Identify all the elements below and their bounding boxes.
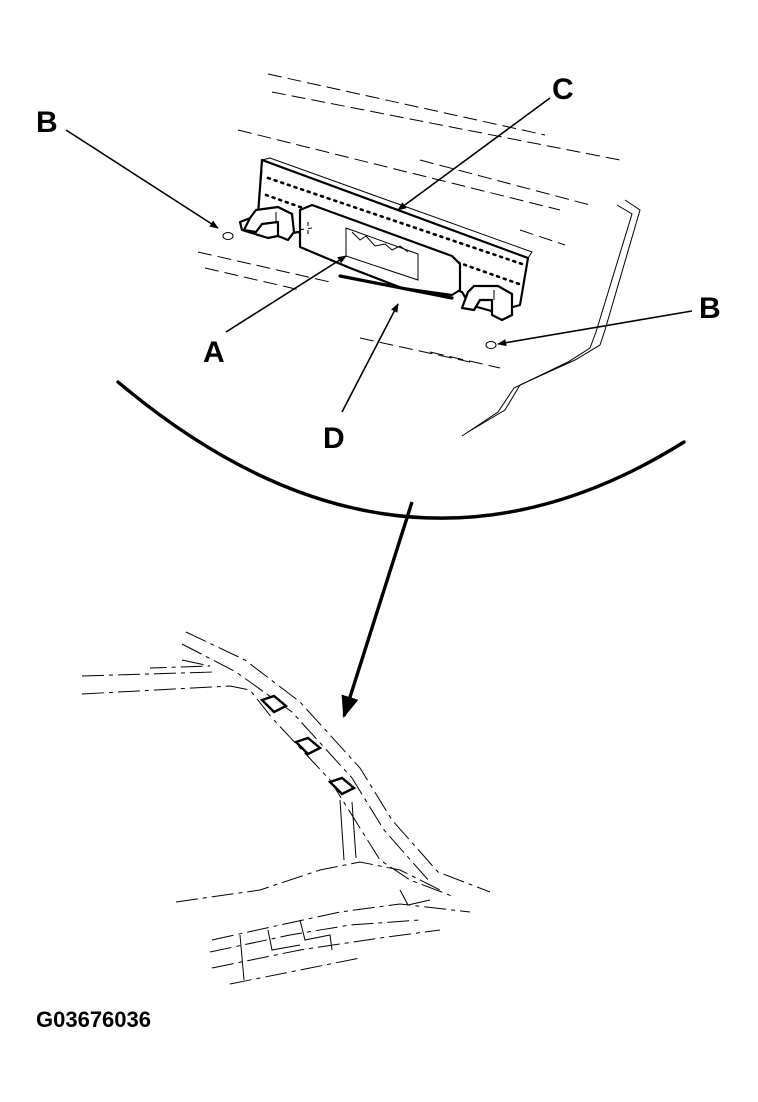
- callout-d: D: [323, 422, 345, 455]
- figure-reference-code: G03676036: [36, 1007, 151, 1032]
- vehicle-body-outline: [81, 631, 491, 985]
- leader-b-right: [497, 310, 693, 347]
- clip-hole-upper: [259, 694, 289, 714]
- detail-panel-outline: [197, 73, 641, 437]
- callout-a: A: [203, 336, 225, 369]
- leader-c: [397, 97, 551, 211]
- leader-d: [341, 303, 399, 413]
- callout-c: C: [552, 73, 574, 106]
- leader-a: [225, 255, 347, 333]
- location-arrow: [341, 501, 414, 719]
- mounting-hole-left: [222, 232, 234, 240]
- callout-b-right: B: [699, 292, 721, 325]
- clip-hole-middle: [293, 736, 323, 756]
- leader-b-left: [65, 129, 219, 229]
- detail-boundary-arc: [116, 380, 686, 520]
- callout-b-left: B: [36, 106, 58, 139]
- clip-hole-lower: [327, 776, 357, 796]
- mounting-hole-right: [485, 341, 497, 349]
- bracket-part: [238, 157, 533, 322]
